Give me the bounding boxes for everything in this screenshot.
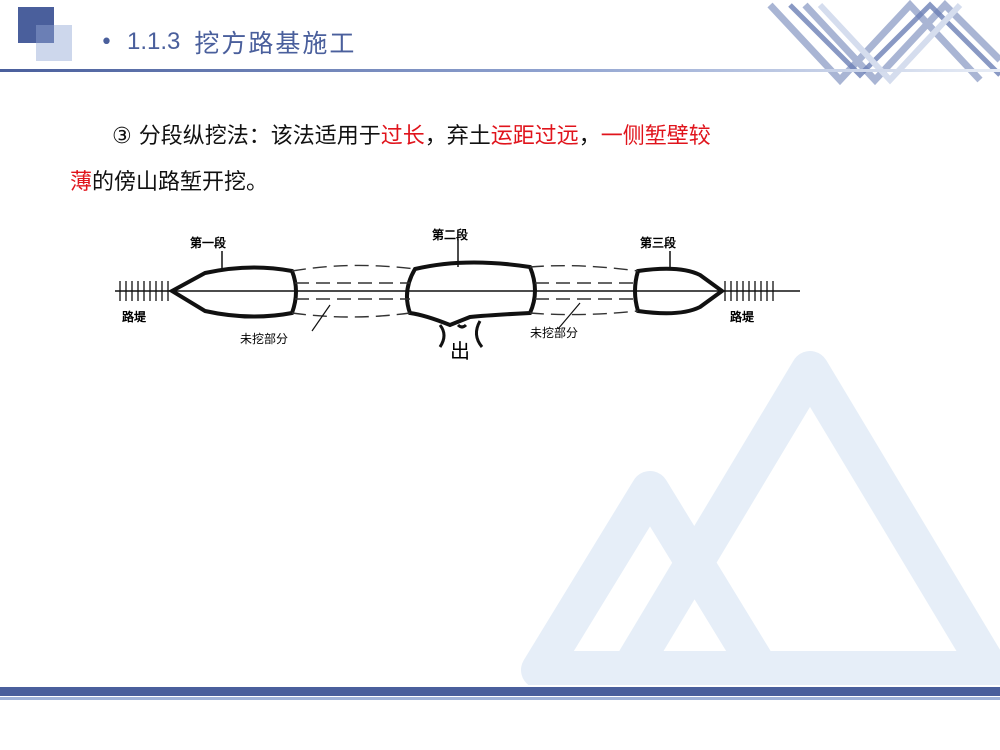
left-embankment-ticks: [119, 281, 169, 301]
highlight-thin: 薄: [70, 170, 93, 195]
title-text: 挖方路基施工: [194, 29, 357, 58]
label-embankment-right: 路堤: [730, 309, 755, 324]
text-prefix: ③ 分段纵挖法：该法适用于: [112, 124, 381, 149]
label-segment-2: 第二段: [432, 227, 469, 242]
bottom-bar: [0, 687, 1000, 696]
highlight-thin-wall: 一侧堑壁较: [600, 124, 711, 149]
label-segment-1: 第一段: [190, 235, 227, 250]
bottom-bar-thin: [0, 697, 1000, 700]
title-underline: [0, 69, 1000, 72]
text-mid1: ，弃土: [424, 124, 491, 149]
segment-3-shape: [633, 266, 726, 316]
label-unexcavated-right: 未挖部分: [530, 325, 578, 340]
watermark-triangles: [521, 351, 1000, 685]
corner-decoration: [18, 7, 72, 61]
label-embankment-left: 路堤: [122, 309, 147, 324]
label-exit: 出: [450, 339, 470, 363]
label-unexcavated-left: 未挖部分: [240, 331, 288, 346]
method-description: ③ 分段纵挖法：该法适用于过长，弃土运距过远，一侧堑壁较 薄的傍山路堑开挖。: [70, 114, 900, 206]
title-bullet: •: [100, 29, 113, 55]
highlight-too-long: 过长: [380, 124, 425, 149]
label-segment-3: 第三段: [640, 235, 677, 250]
lattice-decoration: [767, 0, 1000, 86]
right-embankment-ticks: [724, 281, 774, 301]
text-suffix: 的傍山路堑开挖。: [92, 170, 269, 195]
unexcavated-dashes: [291, 264, 639, 318]
title-number: 1.1.3: [126, 28, 181, 55]
segment-2-shape: [404, 260, 537, 328]
segment-1-shape: [167, 265, 298, 319]
slide-title: • 1.1.3 挖方路基施工: [100, 22, 356, 62]
exit-branches: [438, 320, 484, 348]
longitudinal-excavation-diagram: 第一段 第二段 第三段 路堤 路堤 未挖部分 未挖部分 出: [115, 227, 800, 363]
highlight-distance: 运距过远: [490, 124, 579, 149]
text-mid2: ，: [578, 124, 601, 149]
